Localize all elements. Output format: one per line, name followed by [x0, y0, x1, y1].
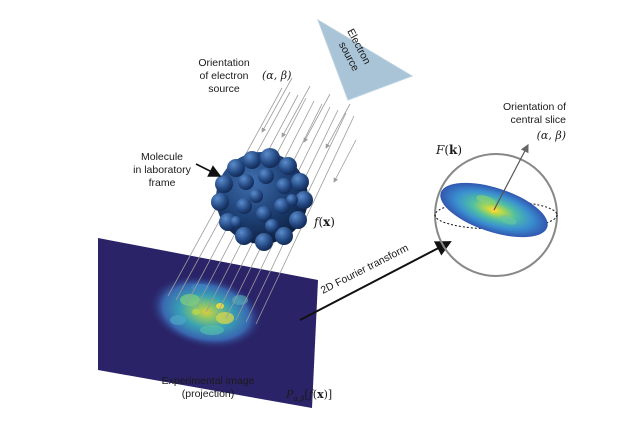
- experimental-image-label: Experimental image (projection): [162, 375, 255, 400]
- molecule-label: Molecule in laboratory frame: [133, 151, 222, 189]
- experimental-image-line2: (projection): [182, 388, 235, 400]
- molecule-label-line3: frame: [149, 177, 176, 189]
- orientation-source-label: Orientation of electron source (α, β): [198, 57, 291, 95]
- orientation-slice-line2: central slice: [511, 114, 567, 126]
- electron-source: Electron source: [317, 18, 414, 101]
- fourier-sphere: [434, 143, 558, 277]
- molecule: [211, 148, 313, 251]
- slice-normal-arrow: [493, 143, 529, 211]
- orientation-source-line3: source: [208, 83, 240, 95]
- electron-source-triangle: [317, 18, 414, 101]
- orientation-source-line2: of electron: [199, 70, 248, 82]
- projection-operator-label: Pα,β[f(x)]: [285, 388, 332, 403]
- molecule-function-label: f(x): [313, 215, 335, 229]
- orientation-slice-line1: Orientation of: [503, 101, 566, 113]
- molecule-bumps: [211, 148, 313, 251]
- experimental-image-line1: Experimental image: [162, 375, 255, 387]
- orientation-source-math: (α, β): [262, 69, 291, 82]
- fourier-transform-arrow: 2D Fourier transform: [299, 241, 452, 321]
- orientation-slice-math: (α, β): [537, 129, 566, 142]
- molecule-pointer-arrow: [195, 163, 222, 177]
- fourier-arrow-line: [299, 241, 452, 321]
- orientation-source-line1: Orientation: [198, 57, 250, 69]
- molecule-label-line1: Molecule: [141, 151, 183, 163]
- fourier-function-label: F(k): [435, 143, 462, 157]
- molecule-label-line2: in laboratory: [133, 164, 192, 176]
- orientation-slice-label: Orientation of central slice (α, β): [503, 101, 566, 142]
